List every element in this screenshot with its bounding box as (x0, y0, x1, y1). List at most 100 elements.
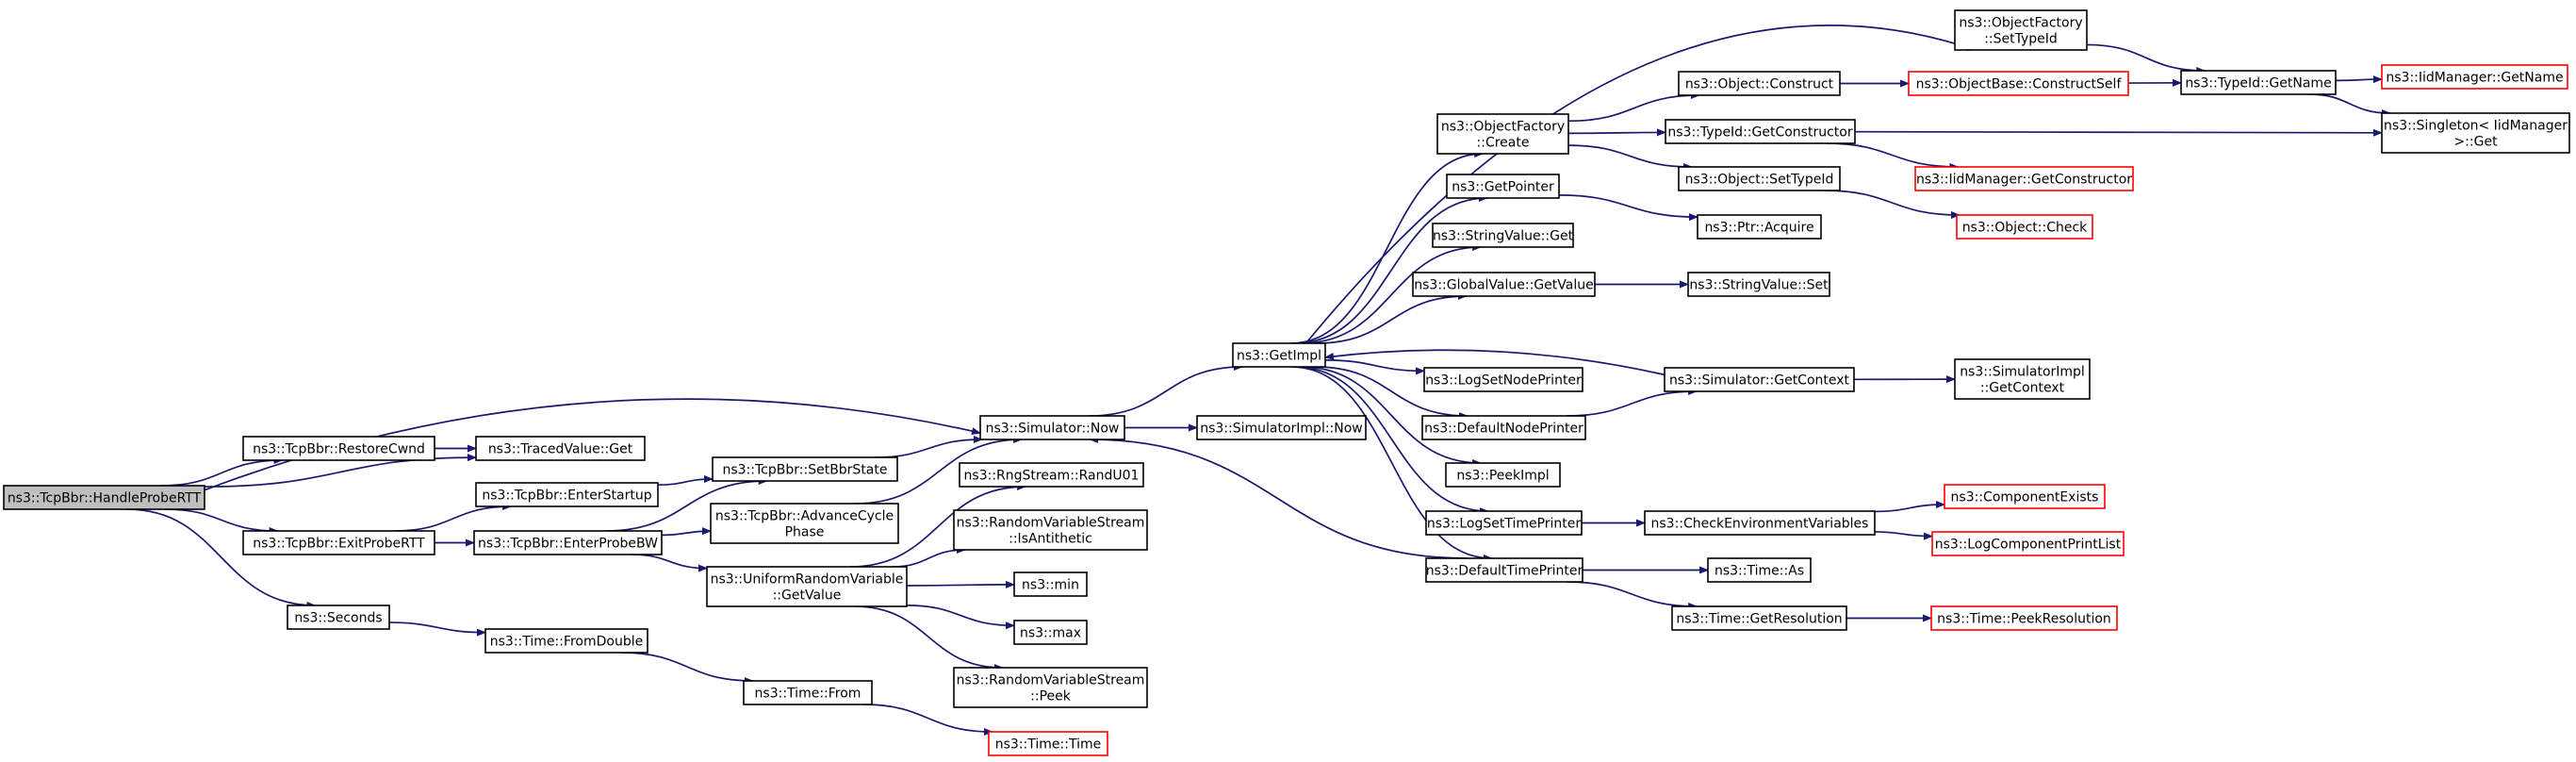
node-global-value-get-value[interactable]: ns3::GlobalValue::GetValue (1412, 272, 1596, 297)
node-traced-value-get[interactable]: ns3::TracedValue::Get (475, 436, 646, 461)
node-box[interactable] (706, 566, 908, 607)
node-string-value-set[interactable]: ns3::StringValue::Set (1687, 272, 1830, 297)
node-box[interactable] (1687, 272, 1830, 297)
node-singleton-get[interactable]: ns3::Singleton< IidManager>::Get (2381, 112, 2570, 154)
node-box[interactable] (1445, 462, 1561, 488)
node-object-check[interactable]: ns3::Object::Check (1956, 214, 2093, 240)
node-rand-u01[interactable]: ns3::RngStream::RandU01 (959, 462, 1144, 488)
node-box[interactable] (1423, 367, 1583, 392)
node-check-env-vars[interactable]: ns3::CheckEnvironmentVariables (1644, 510, 1876, 536)
node-box[interactable] (2381, 112, 2570, 154)
node-set-bbr-state[interactable]: ns3::TcpBbr::SetBbrState (712, 456, 898, 482)
node-box[interactable] (475, 482, 659, 507)
node-urvget-value[interactable]: ns3::UniformRandomVariable::GetValue (706, 566, 908, 607)
node-box[interactable] (988, 731, 1108, 756)
node-box[interactable] (1707, 557, 1812, 583)
node-box[interactable] (1665, 119, 1856, 144)
node-time-from[interactable]: ns3::Time::From (743, 680, 873, 705)
node-box[interactable] (1931, 531, 2125, 556)
node-box[interactable] (1930, 605, 2118, 631)
node-box[interactable] (1644, 510, 1876, 536)
node-peek-impl[interactable]: ns3::PeekImpl (1445, 462, 1561, 488)
node-box[interactable] (959, 462, 1144, 488)
node-box[interactable] (1664, 367, 1855, 392)
node-type-id-get-name[interactable]: ns3::TypeId::GetName (2180, 70, 2337, 95)
node-rvspeek[interactable]: ns3::RandomVariableStream::Peek (953, 667, 1148, 708)
node-box[interactable] (1446, 174, 1560, 199)
node-box[interactable] (242, 436, 435, 461)
node-box[interactable] (953, 509, 1148, 551)
node-get-impl[interactable]: ns3::GetImpl (1232, 342, 1326, 368)
node-component-exists[interactable]: ns3::ComponentExists (1944, 484, 2106, 509)
node-box[interactable] (953, 667, 1148, 708)
node-sim-impl-now[interactable]: ns3::SimulatorImpl::Now (1196, 415, 1367, 440)
node-box[interactable] (712, 456, 898, 482)
node-default-time-printer[interactable]: ns3::DefaultTimePrinter (1425, 557, 1583, 583)
node-get-pointer[interactable]: ns3::GetPointer (1446, 174, 1560, 199)
node-obj-factory-create[interactable]: ns3::ObjectFactory::Create (1436, 113, 1569, 155)
node-object-construct[interactable]: ns3::Object::Construct (1678, 71, 1841, 96)
node-time-peek-resolution[interactable]: ns3::Time::PeekResolution (1930, 605, 2118, 631)
node-box[interactable] (743, 680, 873, 705)
node-box[interactable] (1944, 484, 2106, 509)
node-type-id-get-constructor[interactable]: ns3::TypeId::GetConstructor (1665, 119, 1856, 144)
node-box[interactable] (1908, 71, 2129, 96)
node-restore-cwnd[interactable]: ns3::TcpBbr::RestoreCwnd (242, 436, 435, 461)
node-box[interactable] (1954, 9, 2088, 51)
node-max[interactable]: ns3::max (1013, 620, 1088, 645)
node-object-set-type-id[interactable]: ns3::Object::SetTypeId (1678, 166, 1841, 191)
node-box[interactable] (710, 503, 899, 544)
node-box[interactable] (2180, 70, 2337, 95)
node-box[interactable] (1956, 214, 2093, 240)
node-from-double[interactable]: ns3::Time::FromDouble (484, 628, 648, 654)
node-enter-probe-bw[interactable]: ns3::TcpBbr::EnterProbeBW (473, 530, 663, 555)
node-simulator-now[interactable]: ns3::Simulator::Now (979, 415, 1125, 440)
node-sim-impl-get-context[interactable]: ns3::SimulatorImpl::GetContext (1954, 358, 2091, 400)
node-box[interactable] (1671, 605, 1847, 631)
node-box[interactable] (1196, 415, 1367, 440)
node-box[interactable] (1013, 572, 1088, 597)
node-box[interactable] (2381, 64, 2568, 90)
node-box[interactable] (1678, 71, 1841, 96)
node-box[interactable] (473, 530, 663, 555)
node-box[interactable] (3, 485, 205, 510)
node-time-as[interactable]: ns3::Time::As (1707, 557, 1812, 583)
node-box[interactable] (1232, 342, 1326, 368)
node-box[interactable] (1678, 166, 1841, 191)
node-box[interactable] (475, 436, 646, 461)
node-log-component-print-list[interactable]: ns3::LogComponentPrintList (1931, 531, 2125, 556)
node-iid-get-constructor[interactable]: ns3::IidManager::GetConstructor (1914, 166, 2134, 191)
node-obj-factory-set-type-id[interactable]: ns3::ObjectFactory::SetTypeId (1954, 9, 2088, 51)
node-box[interactable] (1412, 272, 1596, 297)
node-box[interactable] (484, 628, 648, 654)
node-object-base-construct-self[interactable]: ns3::ObjectBase::ConstructSelf (1908, 71, 2129, 96)
node-box[interactable] (1421, 415, 1586, 440)
node-box[interactable] (979, 415, 1125, 440)
node-box[interactable] (1697, 214, 1822, 240)
node-string-value-get[interactable]: ns3::StringValue::Get (1432, 223, 1574, 248)
node-min[interactable]: ns3::min (1013, 572, 1088, 597)
node-box[interactable] (1013, 620, 1088, 645)
node-log-set-node-printer[interactable]: ns3::LogSetNodePrinter (1423, 367, 1583, 392)
node-time-get-resolution[interactable]: ns3::Time::GetResolution (1671, 605, 1847, 631)
node-is-antithetic[interactable]: ns3::RandomVariableStream::IsAntithetic (953, 509, 1148, 551)
node-box[interactable] (1425, 557, 1583, 583)
node-handle-probe-rtt[interactable]: ns3::TcpBbr::HandleProbeRTT (3, 485, 205, 510)
node-simulator-get-context[interactable]: ns3::Simulator::GetContext (1664, 367, 1855, 392)
node-iid-get-name[interactable]: ns3::IidManager::GetName (2381, 64, 2568, 90)
node-time-time[interactable]: ns3::Time::Time (988, 731, 1108, 756)
node-exit-probe-rtt[interactable]: ns3::TcpBbr::ExitProbeRTT (242, 530, 435, 555)
node-box[interactable] (242, 530, 435, 555)
node-box[interactable] (1954, 358, 2091, 400)
node-box[interactable] (1914, 166, 2134, 191)
node-enter-startup[interactable]: ns3::TcpBbr::EnterStartup (475, 482, 659, 507)
node-seconds[interactable]: ns3::Seconds (287, 605, 390, 630)
node-box[interactable] (1432, 223, 1574, 248)
node-ptr-acquire[interactable]: ns3::Ptr::Acquire (1697, 214, 1822, 240)
node-box[interactable] (287, 605, 390, 630)
node-default-node-printer[interactable]: ns3::DefaultNodePrinter (1421, 415, 1586, 440)
node-log-set-time-printer[interactable]: ns3::LogSetTimePrinter (1425, 510, 1583, 536)
node-box[interactable] (1436, 113, 1569, 155)
node-box[interactable] (1425, 510, 1583, 536)
